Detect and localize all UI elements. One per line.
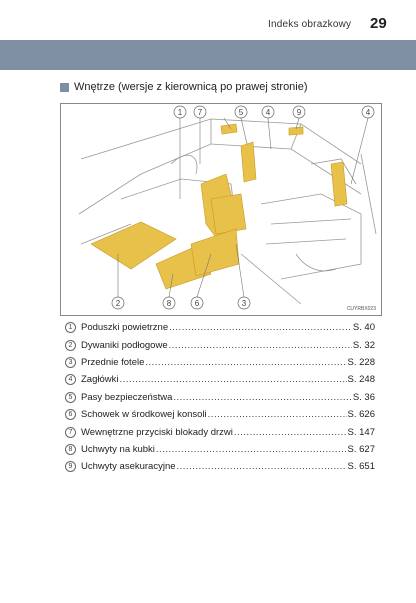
page-reference: S. 40 bbox=[352, 322, 375, 334]
callout-8: 8 bbox=[162, 296, 176, 310]
svg-text:4: 4 bbox=[366, 108, 371, 117]
index-row-front-seats[interactable]: 3 Przednie fotele S. 228 bbox=[65, 354, 375, 371]
index-label: Schowek w środkowej konsoli bbox=[81, 409, 207, 421]
number-badge: 6 bbox=[65, 409, 76, 421]
index-row-cup-holders[interactable]: 8 Uchwyty na kubki S. 627 bbox=[65, 441, 375, 458]
page-reference: S. 147 bbox=[347, 426, 375, 438]
index-label: Dywaniki podłogowe bbox=[81, 339, 168, 351]
page-reference: S. 36 bbox=[352, 391, 375, 403]
picture-index-list: 1 Poduszki powietrzne S. 40 2 Dywaniki p… bbox=[65, 319, 375, 476]
svg-text:8: 8 bbox=[167, 299, 172, 308]
callout-4: 4 bbox=[261, 105, 275, 119]
page-reference: S. 626 bbox=[347, 409, 375, 421]
header-band bbox=[0, 40, 416, 70]
index-label: Uchwyty na kubki bbox=[81, 443, 155, 455]
callout-5: 5 bbox=[234, 105, 248, 119]
index-row-assist-grips[interactable]: 9 Uchwyty asekuracyjne S. 651 bbox=[65, 458, 375, 475]
number-badge: 4 bbox=[65, 374, 76, 386]
callout-3: 3 bbox=[237, 296, 251, 310]
leader-dots bbox=[169, 340, 352, 351]
number-badge: 2 bbox=[65, 339, 76, 351]
number-badge: 1 bbox=[65, 322, 76, 334]
index-label: Uchwyty asekuracyjne bbox=[81, 461, 176, 473]
index-label: Zagłówki bbox=[81, 374, 119, 386]
leader-dots bbox=[177, 461, 347, 472]
leader-dots bbox=[120, 374, 347, 385]
index-label: Przednie fotele bbox=[81, 356, 145, 368]
svg-text:5: 5 bbox=[239, 108, 244, 117]
page-header: Indeks obrazkowy 29 bbox=[0, 0, 416, 37]
leader-dots bbox=[156, 444, 347, 455]
index-row-door-lock-switches[interactable]: 7 Wewnętrzne przyciski blokady drzwi S. … bbox=[65, 423, 375, 440]
svg-text:7: 7 bbox=[198, 108, 203, 117]
index-row-console-box[interactable]: 6 Schowek w środkowej konsoli S. 626 bbox=[65, 406, 375, 423]
page-reference: S. 32 bbox=[352, 339, 375, 351]
index-label: Poduszki powietrzne bbox=[81, 322, 169, 334]
car-interior-drawing: 1 7 5 4 9 4 2 8 6 3 bbox=[78, 105, 377, 310]
number-badge: 9 bbox=[65, 461, 76, 473]
leader-dots bbox=[145, 357, 346, 368]
svg-text:9: 9 bbox=[297, 108, 302, 117]
svg-text:4: 4 bbox=[266, 108, 271, 117]
index-row-airbags[interactable]: 1 Poduszki powietrzne S. 40 bbox=[65, 319, 375, 336]
section-marker-icon bbox=[60, 82, 69, 92]
svg-text:6: 6 bbox=[195, 299, 200, 308]
leader-dots bbox=[169, 322, 352, 333]
callout-2: 2 bbox=[111, 296, 125, 310]
leader-dots bbox=[208, 409, 347, 420]
callout-6: 6 bbox=[190, 296, 204, 310]
index-label: Pasy bezpieczeństwa bbox=[81, 391, 173, 403]
page-reference: S. 627 bbox=[347, 443, 375, 455]
index-row-floor-mats[interactable]: 2 Dywaniki podłogowe S. 32 bbox=[65, 336, 375, 353]
callout-4-right: 4 bbox=[361, 105, 375, 119]
index-label: Wewnętrzne przyciski blokady drzwi bbox=[81, 426, 233, 438]
section-heading: Wnętrze (wersje z kierownicą po prawej s… bbox=[60, 80, 308, 94]
leader-dots bbox=[173, 392, 351, 403]
callout-7: 7 bbox=[193, 105, 207, 119]
page-number: 29 bbox=[370, 15, 387, 32]
figure-code: CUYRBX023 bbox=[346, 306, 376, 312]
index-row-headrests[interactable]: 4 Zagłówki S. 248 bbox=[65, 371, 375, 388]
callout-9: 9 bbox=[292, 105, 306, 119]
page-reference: S. 651 bbox=[347, 461, 375, 473]
header-title: Indeks obrazkowy bbox=[268, 19, 352, 30]
page-reference: S. 228 bbox=[347, 356, 375, 368]
number-badge: 7 bbox=[65, 426, 76, 438]
leader-dots bbox=[234, 427, 347, 438]
interior-illustration: 1 7 5 4 9 4 2 8 6 3 CUYRBX023 bbox=[60, 103, 382, 316]
svg-text:1: 1 bbox=[178, 108, 183, 117]
number-badge: 3 bbox=[65, 356, 76, 368]
section-title: Wnętrze (wersje z kierownicą po prawej s… bbox=[74, 81, 308, 93]
page-reference: S. 248 bbox=[347, 374, 375, 386]
svg-text:3: 3 bbox=[242, 299, 247, 308]
number-badge: 8 bbox=[65, 443, 76, 455]
svg-text:2: 2 bbox=[116, 299, 121, 308]
callout-1: 1 bbox=[173, 105, 187, 119]
index-row-seat-belts[interactable]: 5 Pasy bezpieczeństwa S. 36 bbox=[65, 389, 375, 406]
number-badge: 5 bbox=[65, 391, 76, 403]
